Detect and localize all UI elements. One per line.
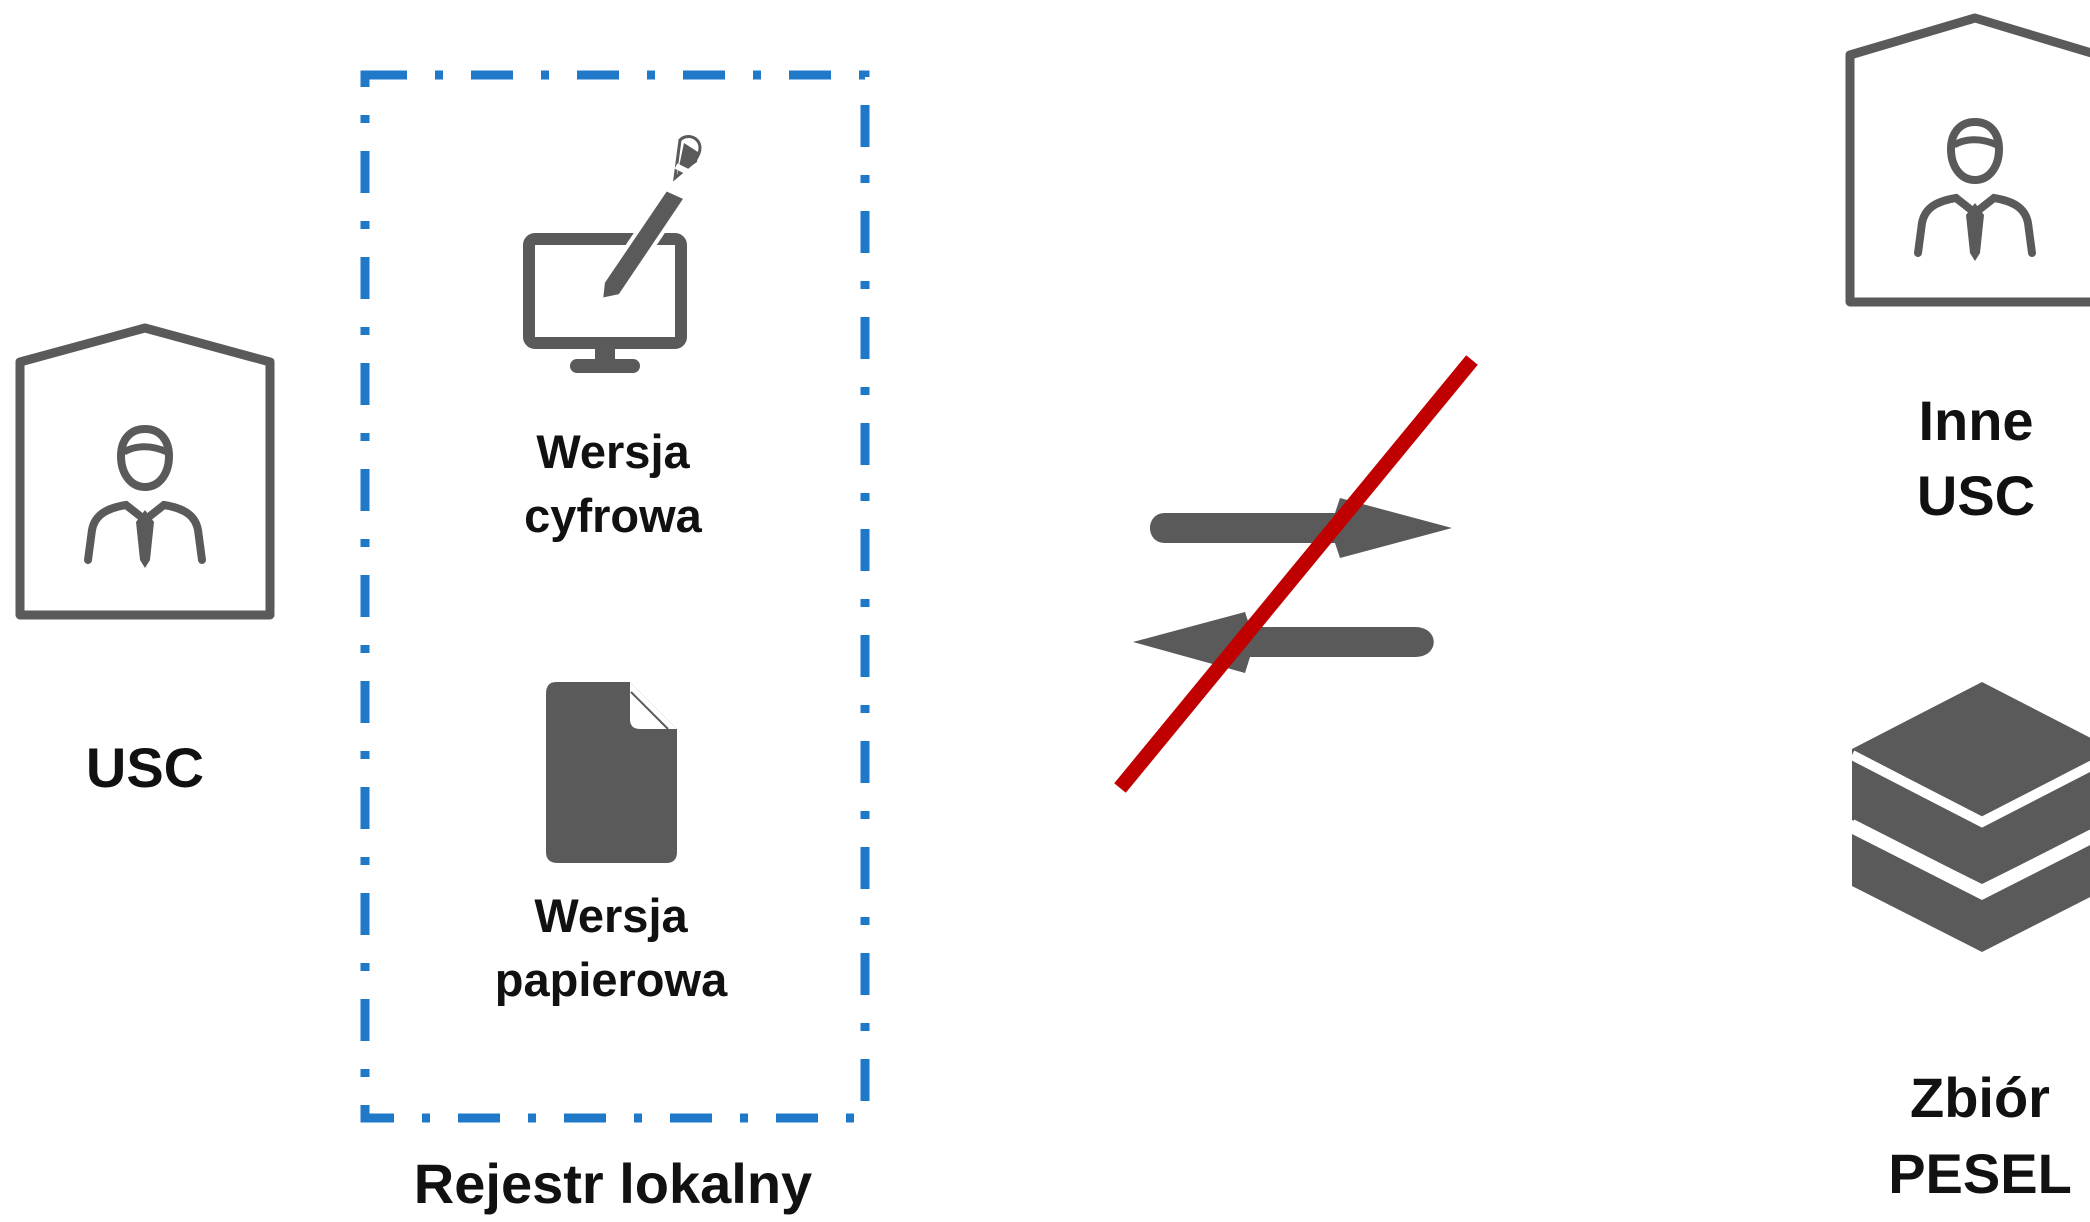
no-exchange-strike [1114, 355, 1478, 793]
database-layers-icon [1849, 682, 2090, 952]
digital-version-label-line2: cyfrowa [524, 489, 702, 542]
other-usc-office-icon [1845, 13, 2090, 307]
document-icon [546, 682, 677, 863]
pesel-label-line1: Zbiór [1910, 1066, 2050, 1129]
person-icon [84, 424, 206, 568]
monitor-pen-icon [523, 135, 702, 373]
exchange-arrows-icon [1133, 498, 1452, 673]
person-icon [1914, 117, 2036, 261]
usc-label: USC [86, 736, 204, 799]
usc-office-icon [15, 323, 275, 620]
local-register-label: Rejestr lokalny [414, 1152, 812, 1215]
local-register-boundary [360, 70, 870, 1123]
other-usc-label-line1: Inne [1918, 389, 2033, 452]
other-usc-label-line2: USC [1917, 464, 2035, 527]
paper-version-label-line2: papierowa [495, 953, 728, 1006]
paper-version-label-line1: Wersja [534, 889, 688, 942]
digital-version-label-line1: Wersja [536, 425, 690, 478]
pesel-label-line2: PESEL [1888, 1142, 2072, 1205]
